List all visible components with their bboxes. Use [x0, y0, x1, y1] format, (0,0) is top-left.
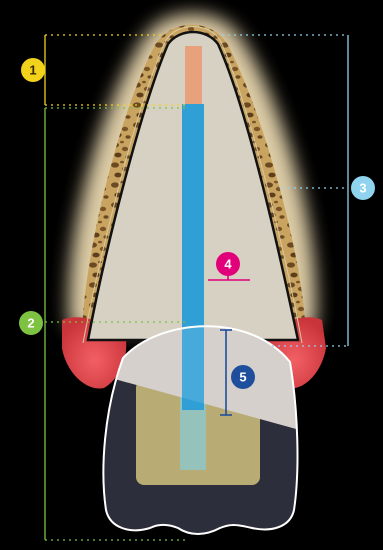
badge-4: 4 [216, 252, 240, 276]
badge-5: 5 [231, 365, 255, 389]
badge-1-label: 1 [29, 63, 36, 78]
channel-tip [185, 46, 202, 104]
badge-5-label: 5 [239, 370, 246, 385]
badge-4-label: 4 [224, 257, 232, 272]
badge-3-label: 3 [359, 181, 366, 196]
badge-3: 3 [351, 176, 375, 200]
badge-2-label: 2 [27, 316, 34, 331]
badge-2: 2 [19, 311, 43, 335]
badge-1: 1 [21, 58, 45, 82]
